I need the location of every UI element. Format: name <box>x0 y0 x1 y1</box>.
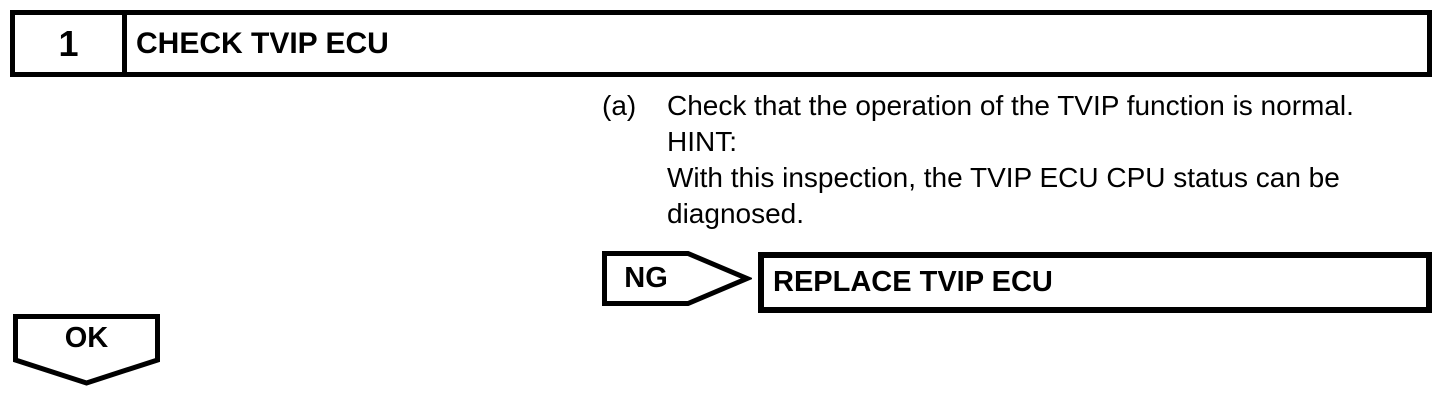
step-title: CHECK TVIP ECU <box>136 26 389 60</box>
ng-action-box: REPLACE TVIP ECU <box>758 252 1432 313</box>
step-number: 1 <box>15 15 127 72</box>
instruction-block: (a) Check that the operation of the TVIP… <box>602 88 1450 232</box>
instruction-line: HINT: <box>667 126 737 157</box>
ng-arrow-icon <box>602 251 752 306</box>
ng-connector-label: NG <box>624 262 668 294</box>
ng-action-label: REPLACE TVIP ECU <box>773 266 1053 298</box>
step-header: 1 CHECK TVIP ECU <box>10 10 1432 77</box>
ok-connector: OK <box>13 314 160 386</box>
ok-arrow-icon <box>13 314 160 386</box>
instruction-line: diagnosed. <box>667 198 805 229</box>
instruction-item-label: (a) <box>602 90 637 121</box>
instruction-line: With this inspection, the TVIP ECU CPU s… <box>667 162 1340 193</box>
ng-connector: NG <box>602 251 752 306</box>
instruction-line: Check that the operation of the TVIP fun… <box>667 90 1354 121</box>
ok-connector-label: OK <box>64 321 109 354</box>
instruction-lines: Check that the operation of the TVIP fun… <box>667 88 1450 232</box>
